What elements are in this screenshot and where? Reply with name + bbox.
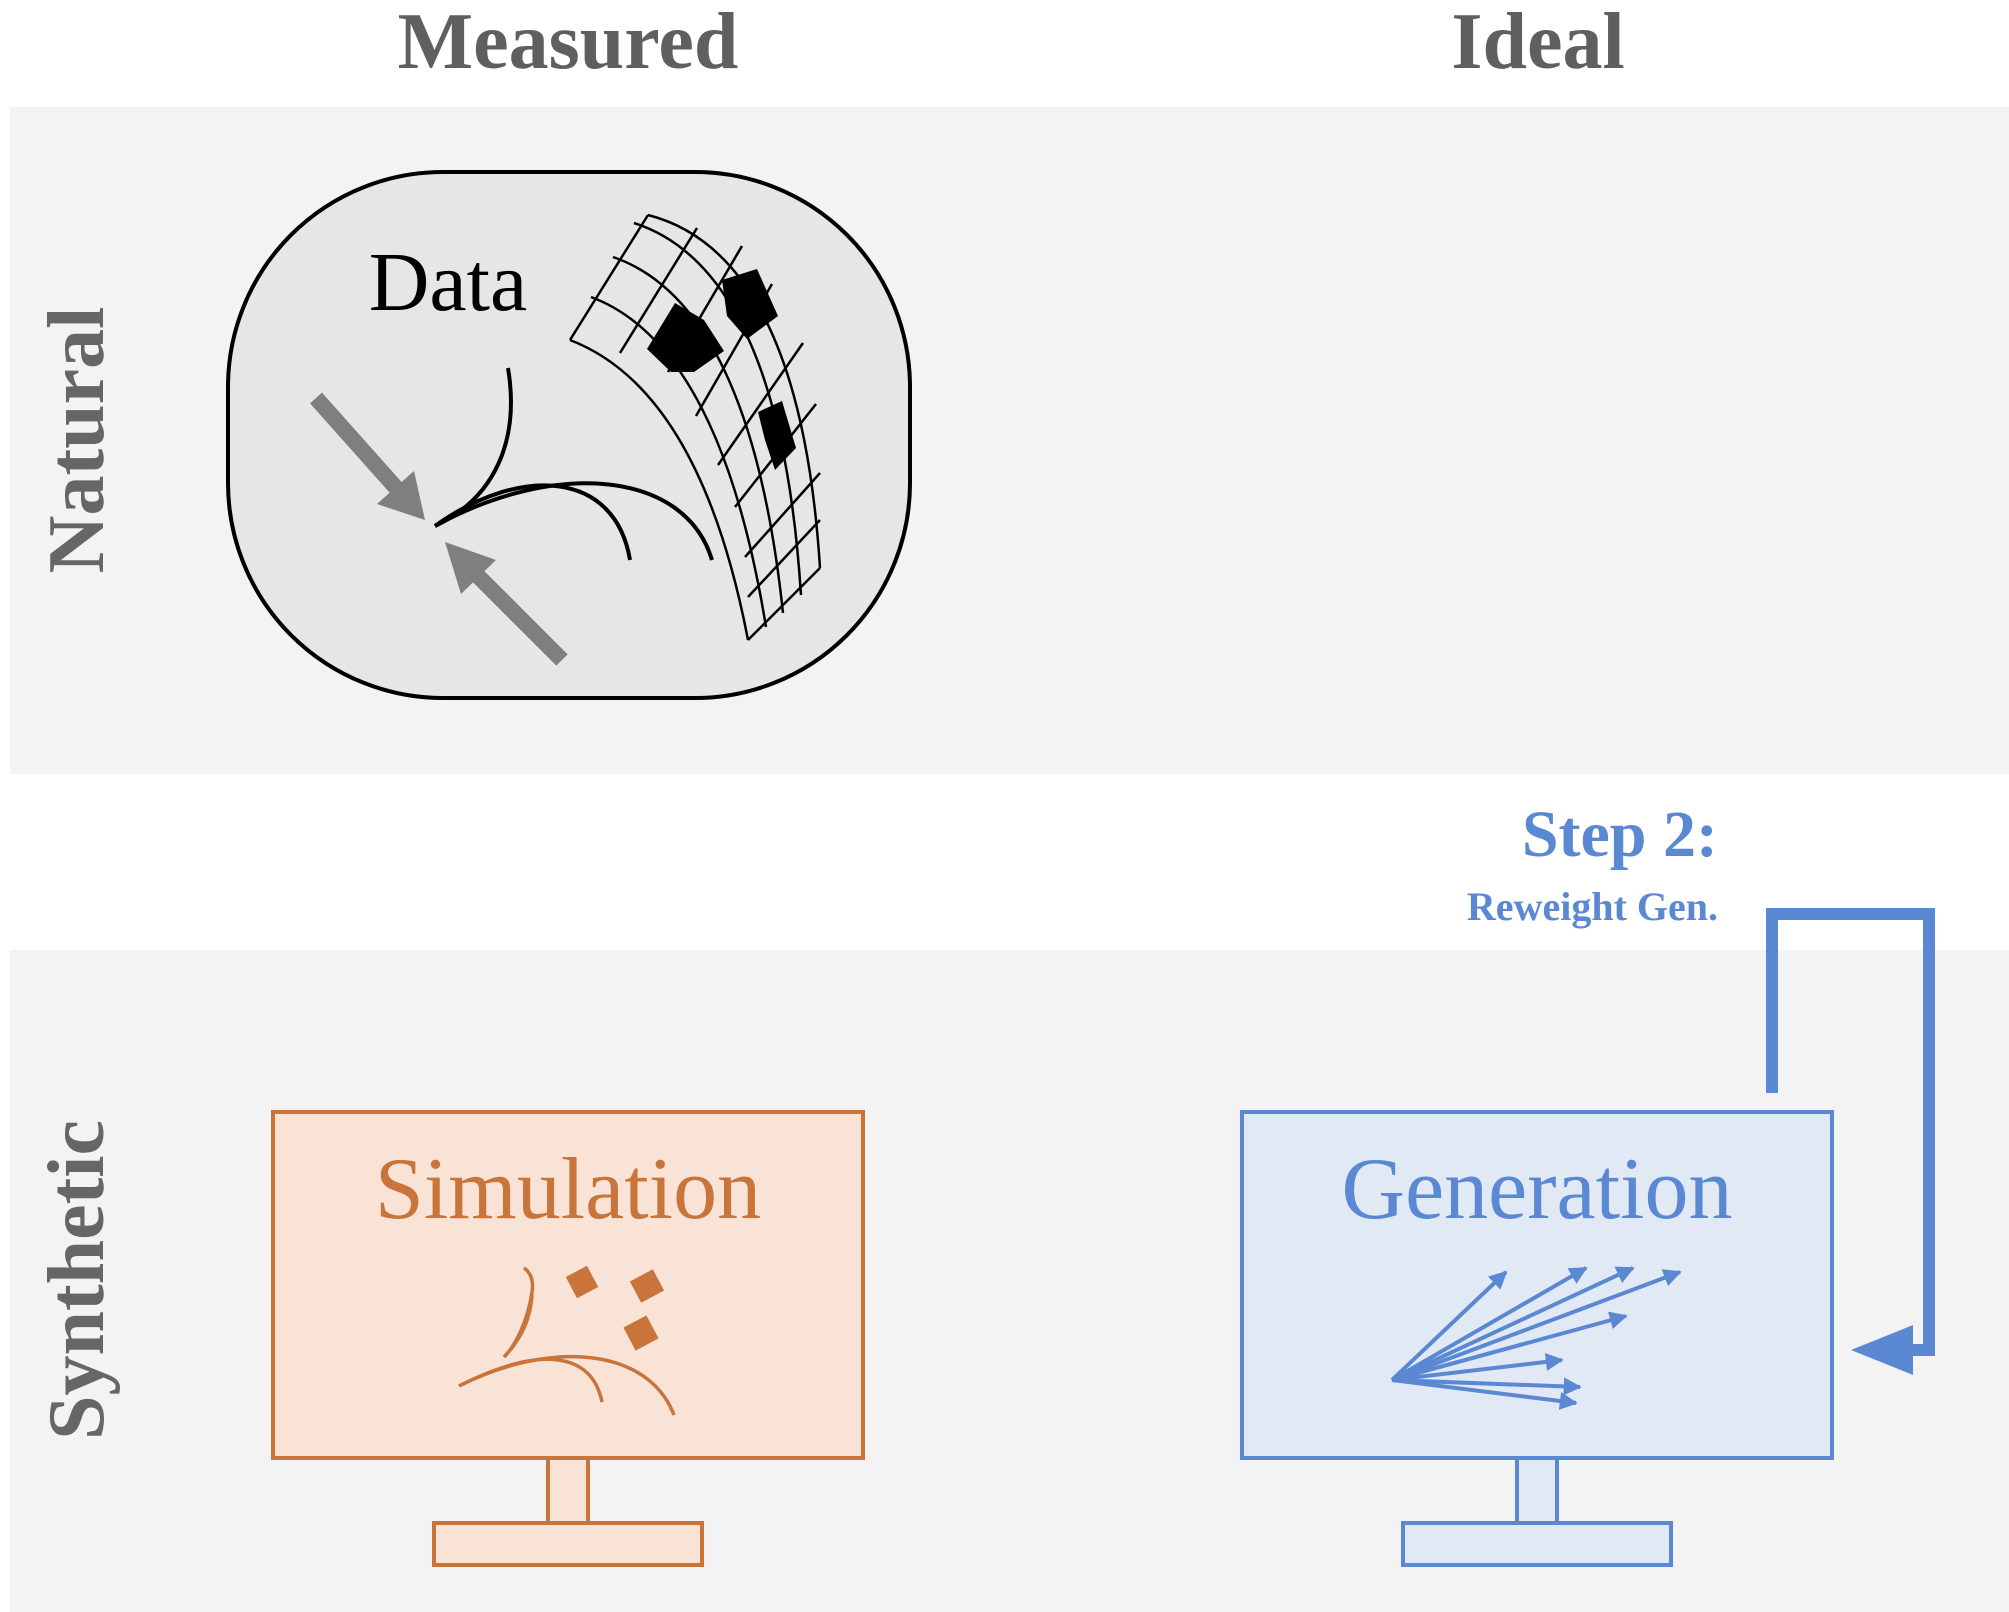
particle-collision-detector-icon (310, 213, 822, 666)
simulation-title: Simulation (375, 1141, 761, 1238)
energy-deposit (565, 1265, 599, 1299)
reweight-loop-arrow-icon (1766, 908, 1935, 1375)
energy-deposit (629, 1269, 665, 1303)
generation-title: Generation (1342, 1141, 1733, 1238)
hit-cell (758, 401, 796, 470)
hit-cell (722, 269, 778, 339)
data-rounded-box (226, 170, 912, 700)
generation-stand-base (1401, 1521, 1673, 1567)
step-subtitle: Reweight Gen. (1467, 884, 1718, 929)
generation-stand-neck (1515, 1456, 1559, 1525)
column-header-ideal: Ideal (1451, 0, 1624, 86)
particle-tracks (433, 367, 714, 561)
row-label-synthetic: Synthetic (33, 1120, 121, 1440)
data-title: Data (369, 236, 528, 329)
column-header-measured: Measured (398, 0, 739, 86)
step-title: Step 2: (1522, 798, 1718, 871)
simulation-screen (271, 1110, 865, 1460)
calorimeter-grid (568, 213, 822, 641)
data-panel: Data (226, 170, 912, 700)
particle-vectors-icon (1390, 1266, 1682, 1410)
simulation-stand-neck (546, 1456, 590, 1525)
generation-monitor: Generation (1240, 1110, 1834, 1567)
incoming-beam-arrow-icon (445, 542, 568, 666)
energy-deposit (623, 1315, 659, 1351)
row-label-natural: Natural (33, 307, 121, 574)
simulation-monitor: Simulation (271, 1110, 865, 1567)
generation-screen (1240, 1110, 1834, 1460)
incoming-beam-arrow-icon (310, 392, 425, 520)
simulated-tracks-icon (458, 1265, 676, 1416)
simulation-stand-base (432, 1521, 704, 1567)
